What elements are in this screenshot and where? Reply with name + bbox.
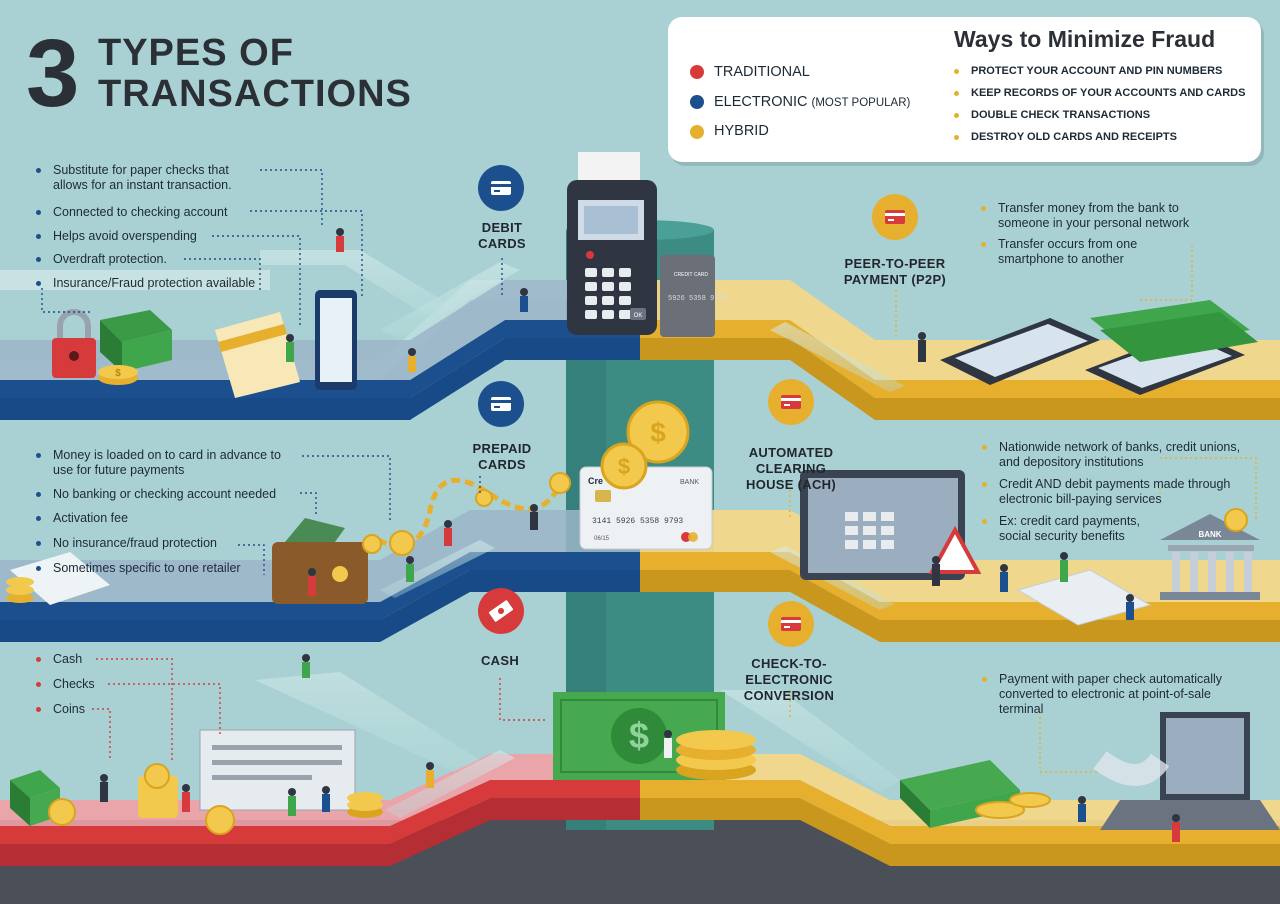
cash-bullet: Checks	[34, 677, 95, 692]
coin-stack-cash	[676, 730, 756, 780]
fraud-tip: DOUBLE CHECK TRANSACTIONS	[954, 109, 1150, 121]
money-stack-illustration: $	[98, 310, 172, 385]
prepaid-card-icon	[478, 381, 524, 427]
ach-label: AUTOMATED CLEARING HOUSE (ACH)	[746, 445, 836, 492]
svg-text:$: $	[115, 368, 121, 379]
fraud-tip: DESTROY OLD CARDS AND RECEIPTS	[954, 131, 1177, 143]
prepaid-bullet: No insurance/fraud protection	[34, 536, 217, 551]
ach-terminal-illustration	[800, 470, 982, 580]
legend-electronic: ELECTRONIC (MOST POPULAR)	[714, 94, 911, 110]
bank-building-illustration: BANK	[1160, 508, 1260, 600]
phone-illustration	[315, 290, 357, 390]
debit-bullet: Helps avoid overspending	[34, 229, 197, 244]
p2p-phones-illustration	[940, 300, 1258, 395]
level2-left-blue	[0, 510, 640, 642]
card-terminal: OK CREDIT CARD 5926 5358 9793	[567, 152, 727, 337]
ach-bullet: Credit AND debit payments made through e…	[980, 477, 1230, 507]
svg-text:06/15: 06/15	[594, 536, 610, 542]
svg-text:BANK: BANK	[680, 479, 699, 486]
connectors-red	[92, 658, 545, 762]
fraud-heading: Ways to Minimize Fraud	[954, 26, 1216, 52]
debit-bullet: Insurance/Fraud protection available	[34, 276, 255, 291]
fraud-tip: PROTECT YOUR ACCOUNT AND PIN NUMBERS	[954, 65, 1222, 77]
cash-bullet: Coins	[34, 702, 85, 717]
connectors-yellow	[789, 245, 1257, 773]
check-conversion-label: CHECK-TO-ELECTRONIC CONVERSION	[743, 656, 835, 703]
title-line2: TRANSACTIONS	[98, 73, 412, 115]
ach-bullet: Nationwide network of banks, credit unio…	[980, 440, 1240, 470]
check-conversion-card-icon	[768, 601, 814, 647]
title-number: 3	[26, 20, 79, 127]
svg-text:$: $	[650, 417, 666, 448]
big-coins: $ $	[600, 400, 690, 490]
laptop-illustration	[1093, 712, 1280, 830]
paper-stack-illustration	[6, 552, 110, 605]
legend-hybrid: HYBRID	[714, 123, 769, 139]
connectors-blue	[41, 169, 503, 575]
legend-traditional: TRADITIONAL	[714, 64, 810, 80]
cash-bullet: Cash	[34, 652, 82, 667]
legend-dot-hybrid	[690, 125, 704, 139]
legend-card	[668, 17, 1261, 162]
p2p-bullet: Transfer money from the bank to someone …	[979, 201, 1189, 231]
wallet-illustration	[272, 518, 368, 604]
svg-text:BANK: BANK	[1198, 530, 1221, 539]
debit-card-icon	[478, 165, 524, 211]
bag-coins	[138, 763, 383, 835]
people	[100, 228, 1180, 842]
prepaid-bullet: Money is loaded on to card in advance to…	[34, 448, 281, 478]
svg-text:3141 5926 5358 9793: 3141 5926 5358 9793	[592, 517, 683, 526]
svg-text:OK: OK	[634, 313, 643, 319]
prepaid-cards-label: PREPAID CARDS	[472, 441, 532, 472]
coin-path	[362, 472, 571, 556]
prepaid-bullet: No banking or checking account needed	[34, 487, 276, 502]
prepaid-bullet: Activation fee	[34, 511, 128, 526]
legend-dot-traditional	[690, 65, 704, 79]
svg-text:$: $	[618, 454, 630, 479]
debit-bullet: Connected to checking account	[34, 205, 227, 220]
banknote-icon	[478, 588, 524, 634]
money-stack-right	[900, 760, 1051, 828]
check-conversion-bullet: Payment with paper check automatically c…	[980, 672, 1222, 717]
ach-bullet: Ex: credit card payments, social securit…	[980, 514, 1140, 544]
p2p-label: PEER-TO-PEER PAYMENT (P2P)	[843, 256, 947, 287]
debit-cards-label: DEBIT CARDS	[478, 220, 526, 251]
debit-bullet: Substitute for paper checks that allows …	[34, 163, 232, 193]
check-paper-illustration	[199, 729, 356, 811]
fraud-tip: KEEP RECORDS OF YOUR ACCOUNTS AND CARDS	[954, 87, 1245, 99]
padlock-illustration	[52, 309, 96, 378]
debit-bullet: Overdraft protection.	[34, 252, 167, 267]
credit-card-center: Cre BANK 3141 5926 5358 9793 06/15	[579, 466, 713, 550]
prepaid-bullet: Sometimes specific to one retailer	[34, 561, 241, 576]
p2p-bullet: Transfer occurs from one smartphone to a…	[979, 237, 1137, 267]
money-stack-left	[10, 770, 76, 826]
svg-text:CREDIT CARD: CREDIT CARD	[674, 272, 708, 278]
svg-text:Cre: Cre	[588, 476, 603, 486]
credit-card-illustration	[215, 312, 300, 398]
title-line1: TYPES OF	[98, 32, 294, 74]
svg-text:$: $	[629, 715, 649, 756]
p2p-card-icon	[872, 194, 918, 240]
svg-text:5926 5358 9793: 5926 5358 9793	[668, 295, 727, 303]
legend-dot-electronic	[690, 95, 704, 109]
cash-label: CASH	[480, 653, 520, 668]
ach-card-icon	[768, 379, 814, 425]
page-title: TYPES OF TRANSACTIONS	[98, 33, 412, 115]
